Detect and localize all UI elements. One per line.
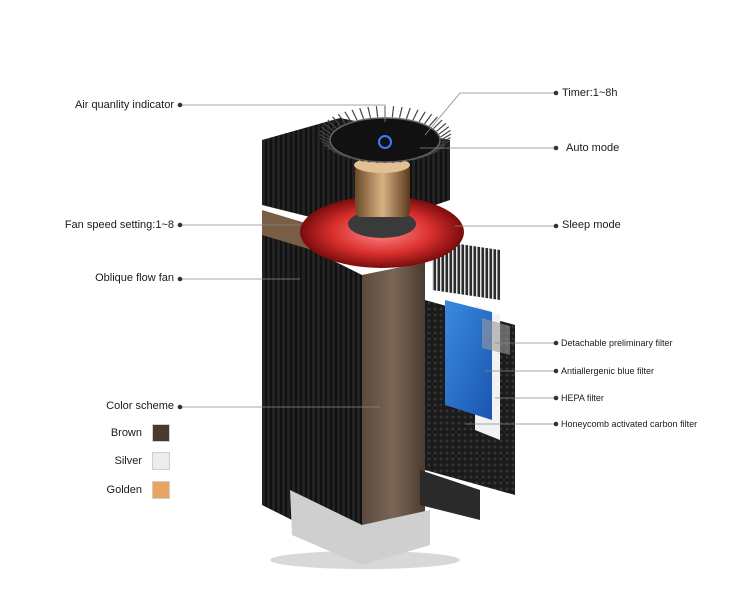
dot-icon — [177, 102, 183, 108]
dot-icon — [177, 404, 183, 410]
fin-mark — [332, 150, 341, 155]
power-icon — [378, 135, 392, 149]
fin-mark — [412, 109, 419, 121]
fin-mark — [337, 113, 346, 125]
color-option-label: Brown — [110, 427, 142, 439]
fin-mark — [433, 119, 443, 129]
fin-mark — [440, 129, 451, 138]
dot-icon — [553, 90, 559, 96]
fin-mark — [359, 107, 365, 119]
color-swatch — [152, 452, 170, 470]
control-disc — [330, 118, 440, 162]
fin-mark — [433, 147, 443, 153]
fin-mark — [318, 133, 330, 141]
color-option-silver: Silver — [82, 452, 170, 470]
bottom-frame — [420, 470, 480, 520]
label-antiallergenic-blue-filter: Antiallergenic blue filter — [561, 366, 655, 376]
callout-leaders — [177, 90, 559, 427]
color-option-label: Silver — [114, 455, 142, 467]
rear-panel — [432, 240, 500, 300]
dot-icon — [177, 222, 183, 228]
fin-mark — [327, 119, 337, 129]
label-fan-speed-setting: Fan speed setting:1~8 — [64, 219, 174, 231]
label-detachable-preliminary-filter: Detachable preliminary filter — [561, 338, 673, 348]
fin-mark — [406, 159, 411, 162]
label-timer: Timer:1~8h — [562, 87, 618, 99]
label-air-quality-indicator: Air quanlity indicator — [74, 99, 174, 111]
fin-mark — [332, 116, 342, 127]
color-swatch — [152, 481, 170, 499]
leader-line — [180, 104, 386, 122]
color-swatch — [152, 424, 170, 442]
label-color-scheme: Color scheme — [106, 400, 174, 412]
preliminary-filter-block — [482, 318, 510, 355]
fin-mark — [424, 113, 433, 125]
fin-mark — [367, 160, 371, 163]
label-sleep-mode: Sleep mode — [562, 219, 621, 231]
fin-mark — [424, 153, 432, 157]
dot-icon — [553, 340, 559, 346]
fin-mark — [436, 122, 447, 132]
dot-icon — [177, 276, 183, 282]
color-option-brown: Brown — [82, 424, 170, 442]
fin-mark — [418, 155, 426, 159]
dot-icon — [553, 145, 559, 151]
fin-mark — [320, 126, 332, 135]
fin-mark — [391, 106, 395, 118]
color-option-label: Golden — [106, 484, 142, 496]
fin-mark — [319, 137, 330, 144]
fin-mark — [440, 133, 452, 141]
fin-mark — [438, 126, 450, 135]
dot-icon — [553, 421, 559, 427]
motor-stack — [355, 165, 410, 217]
fin-mark — [391, 161, 394, 164]
fin-mark — [320, 140, 332, 147]
fin-mark — [440, 137, 451, 144]
fin-mark — [323, 144, 334, 150]
fin-mark — [405, 107, 411, 119]
fin-mark — [344, 111, 352, 123]
fin-mark — [367, 106, 372, 118]
fin-mark — [351, 157, 358, 161]
fin-mark — [323, 122, 334, 132]
fin-mark — [399, 160, 403, 163]
label-hepa-filter: HEPA filter — [561, 393, 604, 403]
fin-mark — [438, 140, 450, 147]
leader-line — [424, 92, 556, 136]
left-side-panel — [262, 225, 362, 555]
fin-mark — [418, 111, 426, 123]
fin-mark — [428, 116, 438, 127]
fin-mark — [375, 106, 379, 118]
label-auto-mode: Auto mode — [566, 142, 620, 154]
dot-icon — [553, 368, 559, 374]
dot-icon — [553, 223, 559, 229]
fin-mark — [359, 159, 364, 162]
color-option-golden: Golden — [82, 481, 170, 499]
fin-mark — [351, 109, 358, 121]
blue-filter-block — [445, 300, 492, 420]
fin-mark — [398, 106, 403, 118]
fin-mark — [319, 129, 330, 138]
base-foot — [290, 490, 430, 565]
front-column — [362, 262, 425, 555]
fin-mark — [412, 157, 419, 161]
label-oblique-flow-fan: Oblique flow fan — [95, 272, 174, 284]
fin-mark — [327, 147, 337, 153]
fin-mark — [344, 155, 352, 159]
dot-icon — [553, 395, 559, 401]
fin-mark — [376, 161, 379, 164]
label-honeycomb-carbon-filter: Honeycomb activated carbon filter — [561, 419, 698, 429]
